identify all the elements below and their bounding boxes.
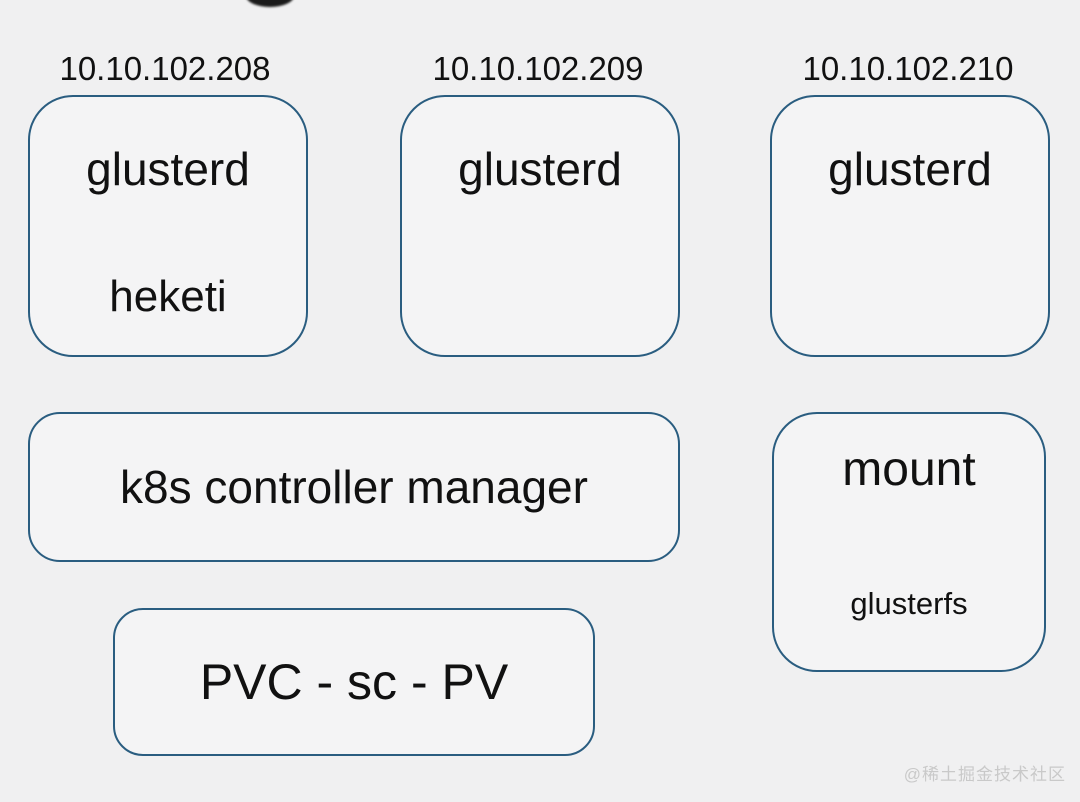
service-label-glusterd: glusterd: [86, 143, 250, 195]
node-card-210: glusterd: [770, 95, 1050, 357]
node-card-208: glusterd heketi: [28, 95, 308, 357]
controller-manager-label: k8s controller manager: [120, 461, 588, 513]
node-card-209: glusterd: [400, 95, 680, 357]
service-label-glusterd: glusterd: [458, 143, 622, 195]
controller-manager-box: k8s controller manager: [28, 412, 680, 562]
node-ip-label: 10.10.102.209: [432, 50, 644, 87]
node-ip-label: 10.10.102.210: [802, 50, 1014, 87]
service-label-heketi: heketi: [109, 272, 227, 321]
glusterfs-label: glusterfs: [850, 586, 968, 621]
watermark-text: @稀土掘金技术社区: [903, 765, 1066, 784]
node-ip-label: 10.10.102.208: [59, 50, 271, 87]
cropped-shape-fragment: [246, 0, 294, 7]
pvc-sc-pv-box: PVC - sc - PV: [113, 608, 595, 756]
service-label-glusterd: glusterd: [828, 143, 992, 195]
mount-box: mount glusterfs: [772, 412, 1046, 672]
mount-label: mount: [842, 443, 976, 496]
pvc-sc-pv-label: PVC - sc - PV: [199, 654, 509, 710]
